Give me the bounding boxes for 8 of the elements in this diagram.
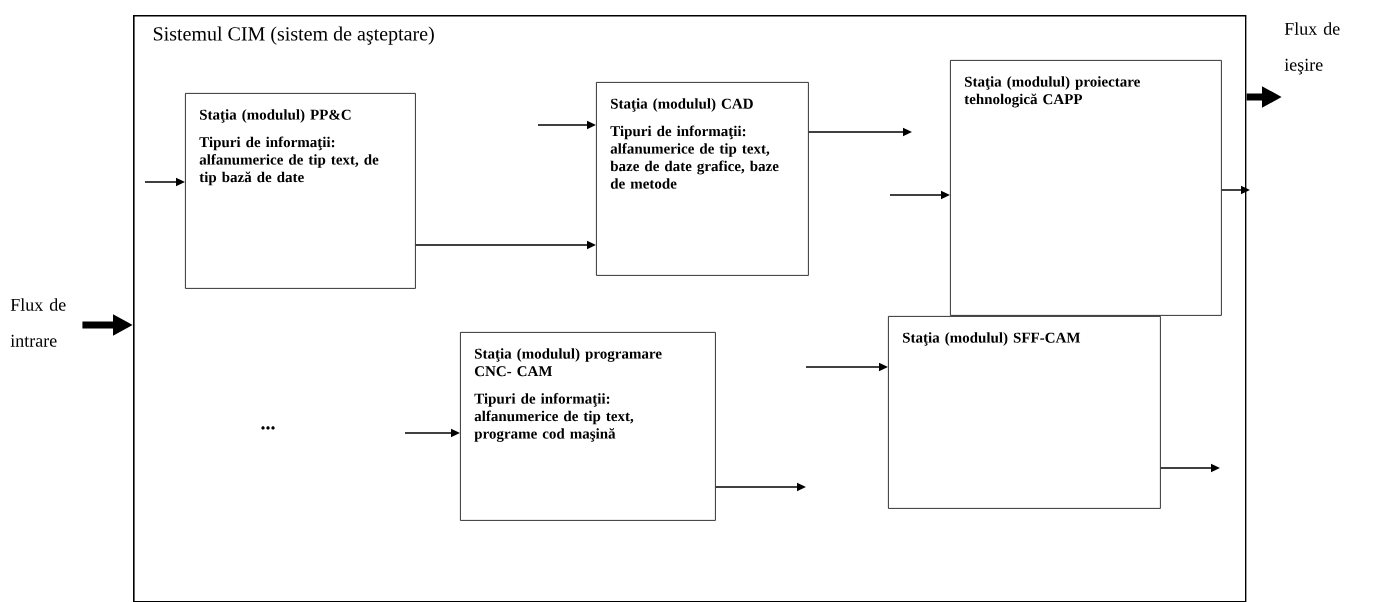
- station-box: Staţia (modulul) PP&C Tipuri de informaţii: alfanumerice de tip text, de tip bază de date: [185, 93, 416, 289]
- flow-label: Flux de ieşire: [1284, 22, 1340, 75]
- station-box: Staţia (modulul) programare CNC- CAM Tipuri de informaţii: alfanumerice de tip text, programe cod maşină: [460, 332, 716, 521]
- station-box: Staţia (modulul) proiectare tehnologică CAPP: [950, 60, 1222, 316]
- ellipsis-label: ...: [261, 426, 275, 430]
- station-box: Staţia (modulul) SFF-CAM: [888, 316, 1161, 509]
- flow-label: Flux de intrare: [10, 298, 66, 347]
- station-box: Staţia (modulul) CAD Tipuri de informaţii: alfanumerice de tip text, baze de date grafice, baze de metode: [596, 82, 809, 276]
